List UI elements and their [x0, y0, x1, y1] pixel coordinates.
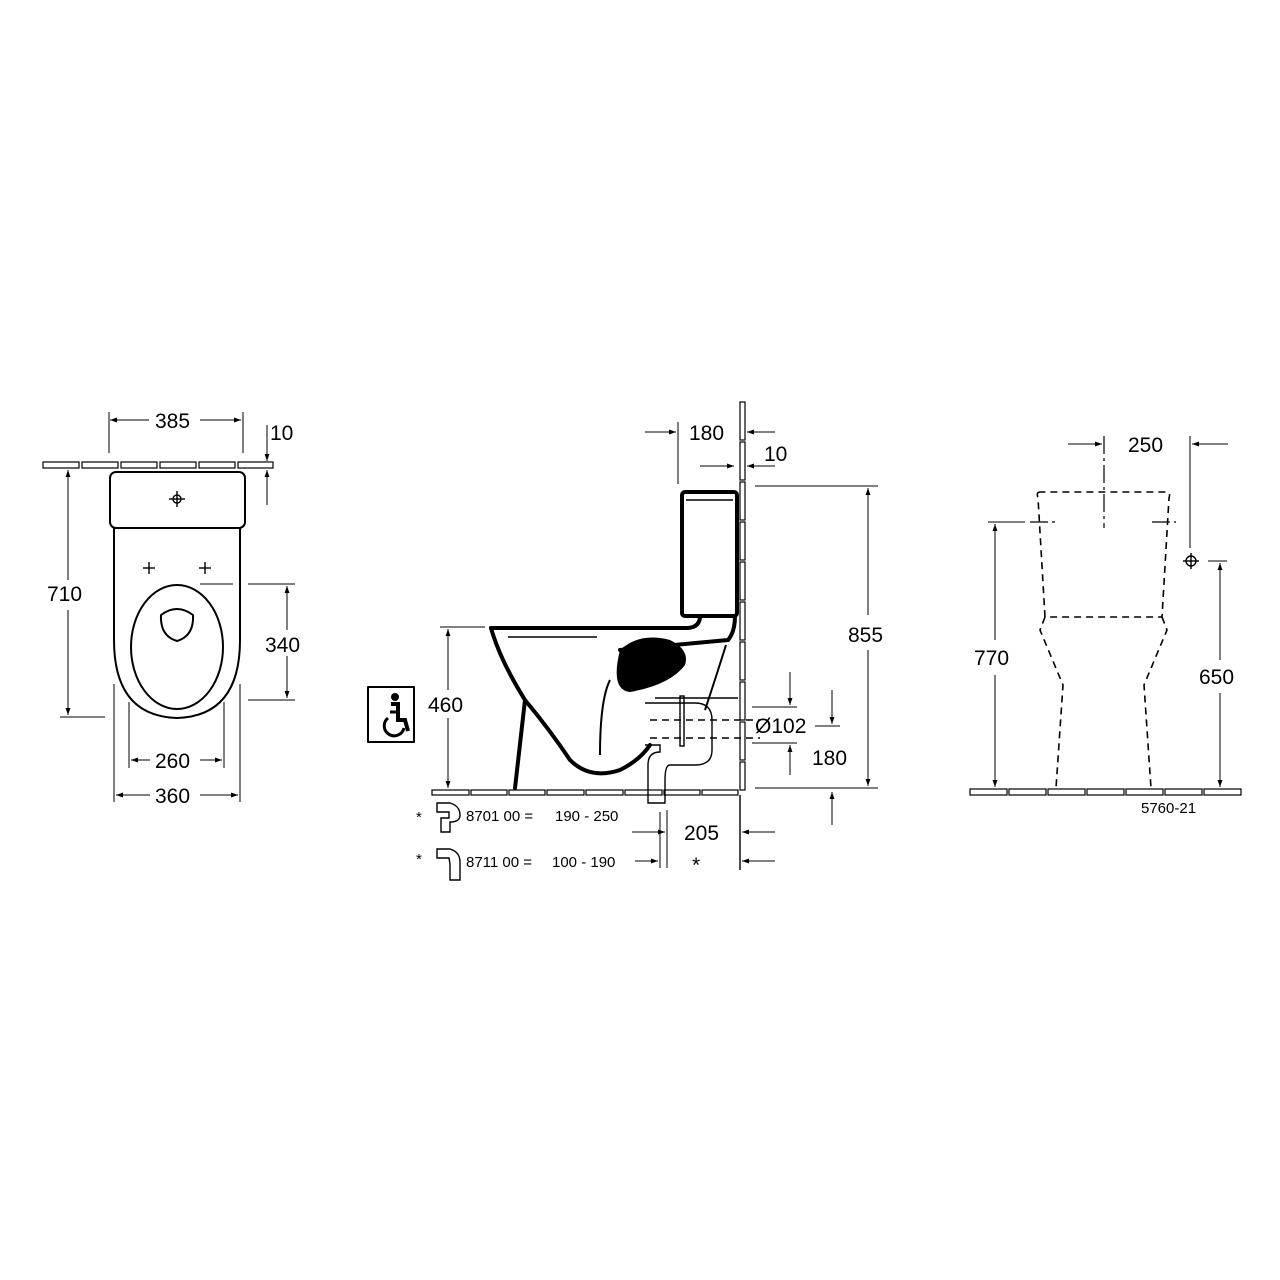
cistern-side	[680, 490, 739, 618]
dim-outlet-diameter: Ø102	[755, 715, 806, 738]
svg-text:*: *	[416, 851, 422, 868]
svg-text:*: *	[416, 809, 422, 826]
accessory-range-8711: 100 - 190	[552, 854, 615, 871]
trap-inner	[599, 679, 611, 756]
flush-button-icon	[169, 491, 185, 507]
dim-180-tank: 180	[689, 422, 724, 445]
pan-front-outline	[1039, 616, 1168, 789]
dim-650: 650	[1199, 666, 1234, 689]
dim-385: 385	[155, 410, 190, 433]
outlet-pipe	[645, 695, 760, 804]
dim-180-outlet: 180	[812, 747, 847, 770]
bend-8701-icon	[436, 802, 461, 833]
trap-shadow	[616, 637, 686, 692]
wall-tiles	[42, 461, 274, 469]
dim-360: 360	[155, 785, 190, 808]
floor-tiles-front	[969, 788, 1242, 796]
accessory-part-8711: 8711 00 =	[466, 854, 532, 871]
accessory-list: * 8701 00 = 190 - 250 * 8711 00 = 100 - …	[416, 802, 618, 881]
dim-260: 260	[155, 750, 190, 773]
accessory-range-8701: 190 - 250	[555, 808, 618, 825]
front-view: 250 770 650 5760-21	[969, 434, 1242, 817]
bowl-top	[489, 614, 737, 652]
dim-10-side: 10	[764, 443, 787, 466]
side-view: 460 180 10 855 Ø102 180 205 *	[367, 401, 883, 881]
dim-340: 340	[265, 634, 300, 657]
trap-outer	[523, 698, 652, 776]
bowl-rear	[704, 644, 727, 711]
dim-855: 855	[848, 624, 883, 647]
bend-8711-icon	[436, 848, 461, 881]
dim-710: 710	[47, 583, 82, 606]
fixing-point-icon	[143, 562, 211, 574]
seat-opening	[159, 608, 195, 642]
water-inlet-icon	[1183, 553, 1199, 569]
accessory-part-8701: 8701 00 =	[466, 808, 533, 825]
dim-250: 250	[1128, 434, 1163, 457]
bowl-front	[489, 626, 527, 790]
dim-205: 205	[684, 822, 719, 845]
dim-770: 770	[974, 647, 1009, 670]
bowl-outline	[113, 528, 241, 719]
cistern-outline	[109, 471, 246, 529]
seat-outline	[130, 584, 224, 710]
wall	[739, 401, 746, 870]
dim-460: 460	[428, 694, 463, 717]
drawing-id: 5760-21	[1141, 800, 1196, 817]
wheelchair-icon	[367, 686, 415, 743]
offset-note: *	[692, 854, 700, 877]
dim-10-top: 10	[270, 422, 293, 445]
floor-tiles	[431, 789, 739, 796]
top-view: 385 10 710 340 260 360	[42, 410, 300, 808]
